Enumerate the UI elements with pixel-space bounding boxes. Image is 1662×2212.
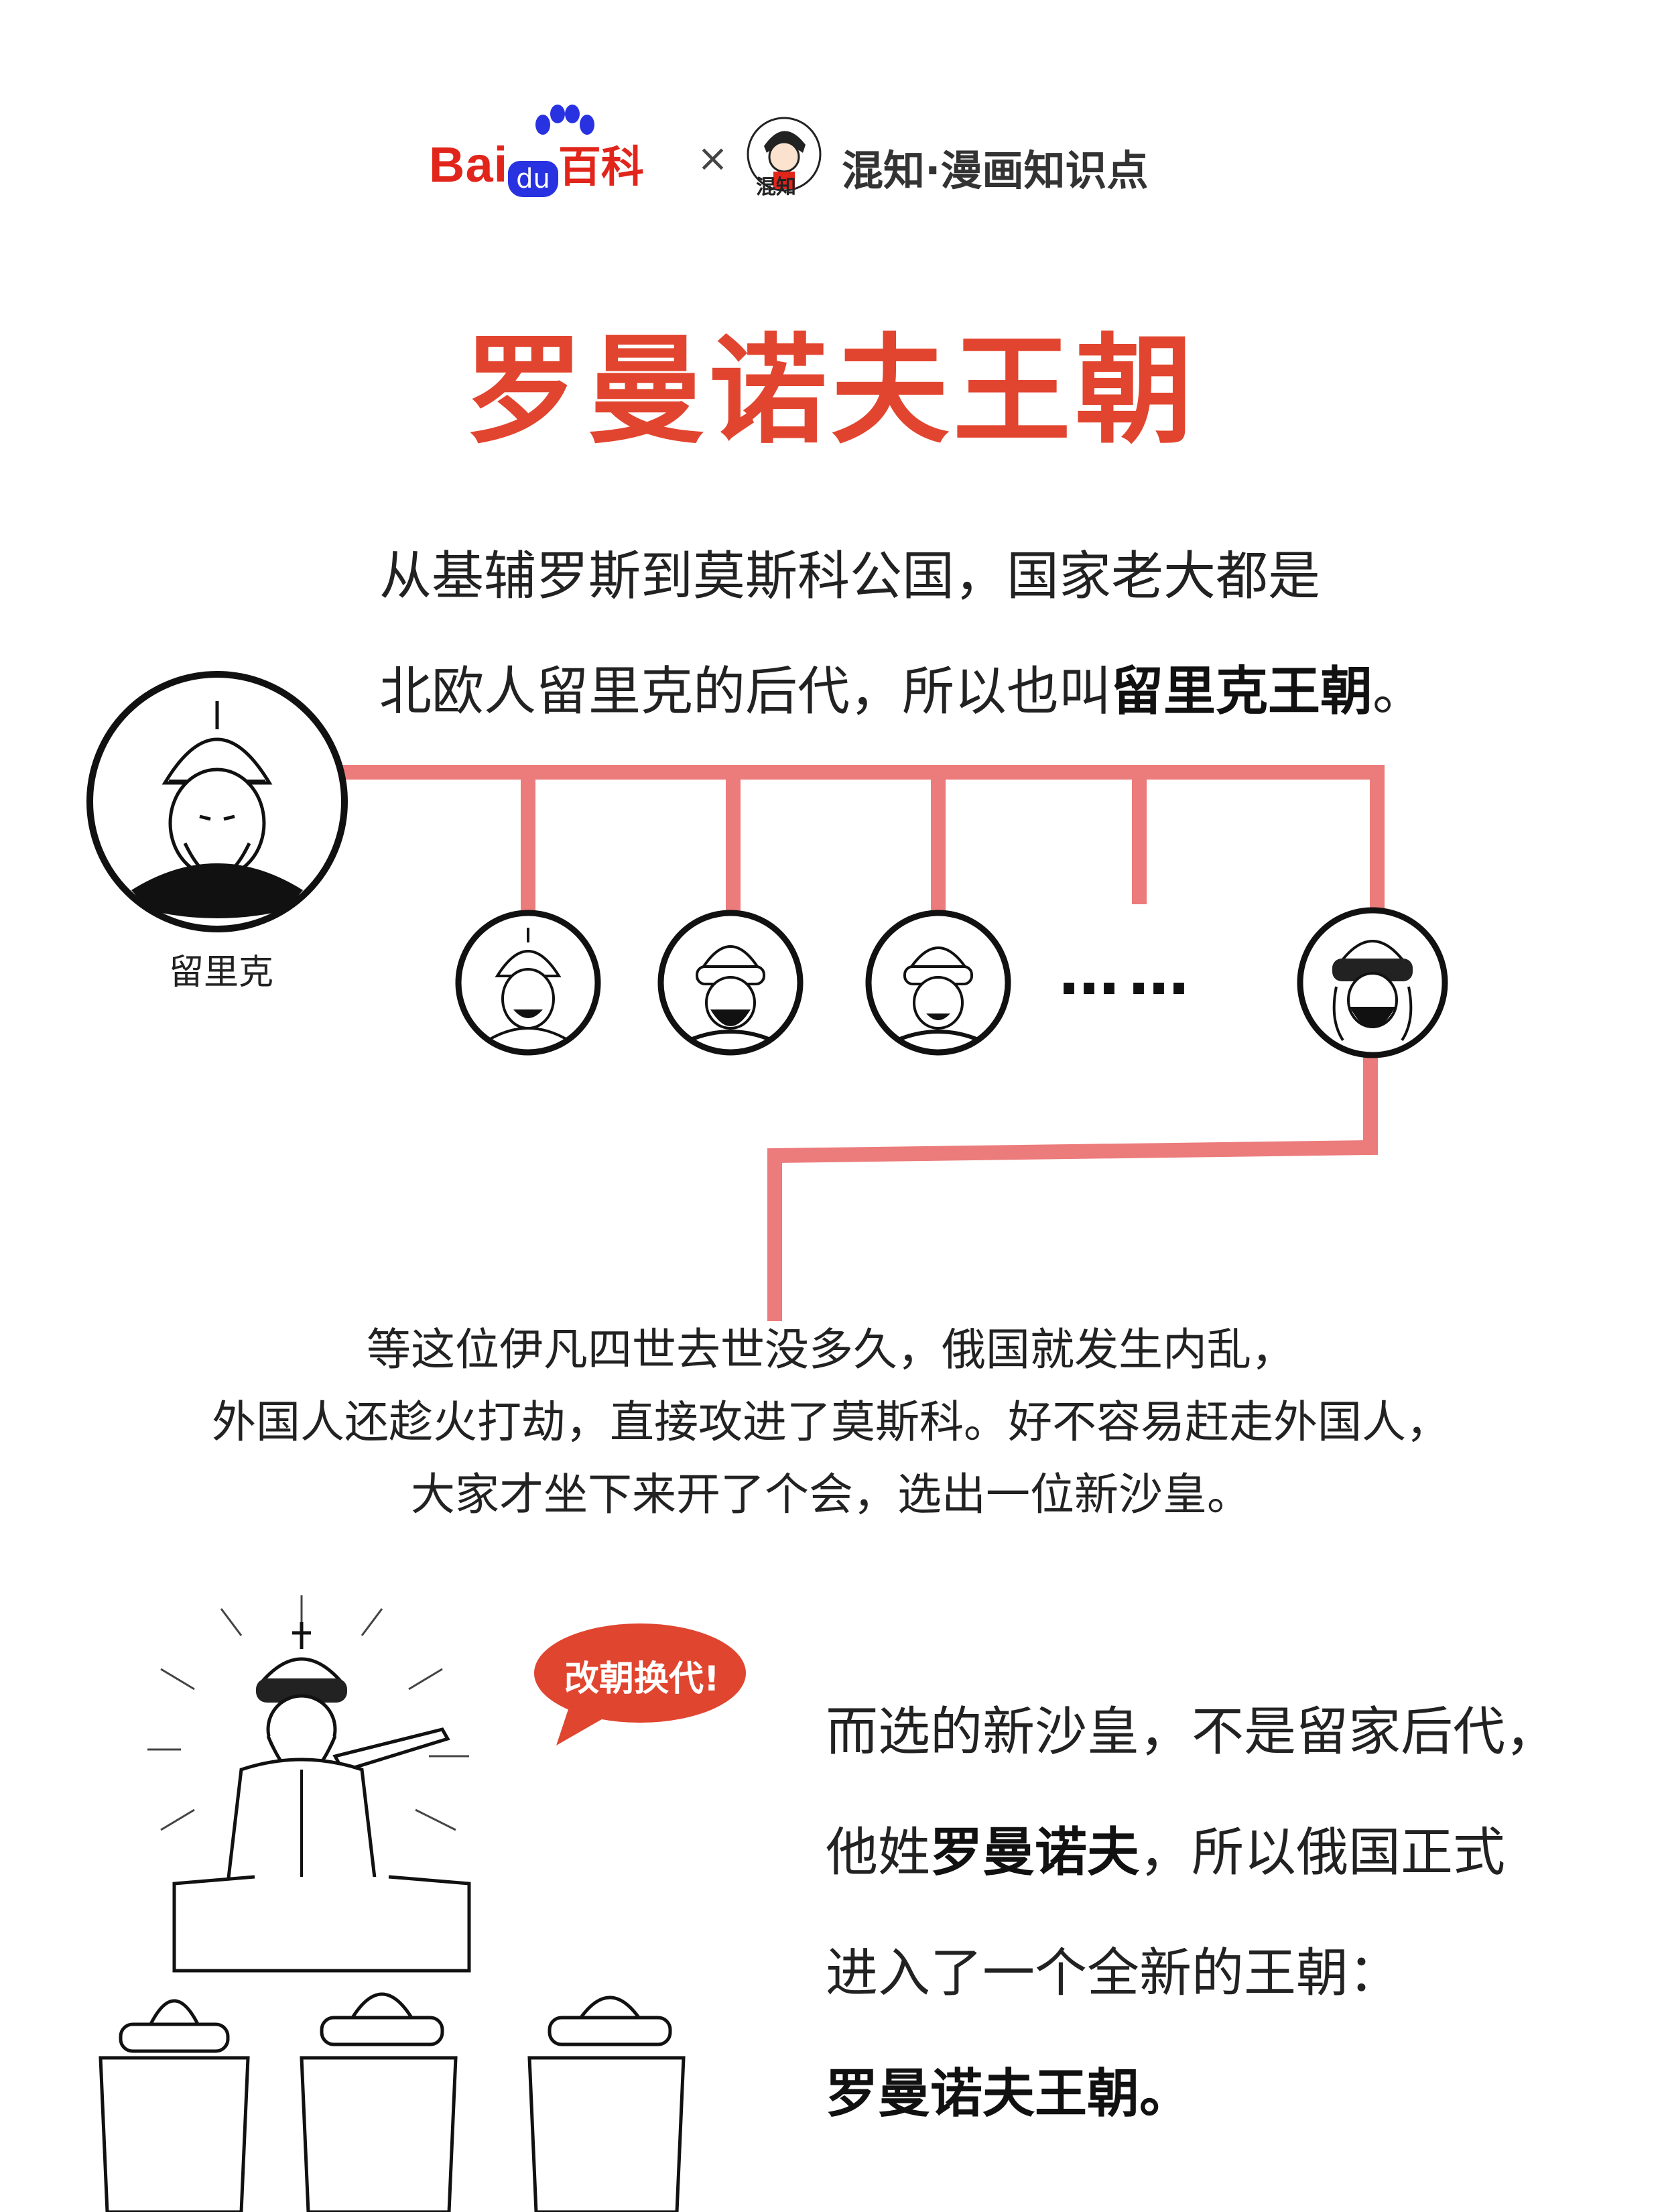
fur-hat-ruler-icon bbox=[865, 910, 1011, 1056]
descendant-portrait-2 bbox=[657, 909, 804, 1056]
outro-text: 而选的新沙皇，不是留家后代， 他姓罗曼诺夫，所以俄国正式 进入了一个全新的王朝：… bbox=[826, 1672, 1557, 2154]
partner-mascot-icon bbox=[747, 117, 822, 192]
speech-bubble-text: 改朝换代! bbox=[564, 1659, 720, 1699]
intro-line-1: 从基辅罗斯到莫斯科公国，国家老大都是 bbox=[379, 546, 1321, 607]
outro-line-3: 进入了一个全新的王朝： bbox=[826, 1943, 1401, 2004]
generations-ellipsis: …… bbox=[1059, 938, 1198, 1009]
baidu-wordmark: Bai bbox=[429, 137, 509, 192]
rurik-caption: 留里克 bbox=[169, 953, 274, 993]
outro-line-4: 罗曼诺夫王朝。 bbox=[826, 2034, 1557, 2154]
speech-bubble-shape bbox=[534, 1623, 746, 1745]
partner-badge-text: 混知 bbox=[756, 176, 796, 199]
tsar-assembly-illustration bbox=[99, 1595, 686, 2212]
story-line-2: 外国人还趁火打劫，直接攻进了莫斯科。好不容易赶走外国人， bbox=[212, 1396, 1450, 1448]
baike-wordmark: 百科 bbox=[558, 143, 644, 192]
fur-hat-ruler-icon bbox=[657, 910, 804, 1056]
descendant-portrait-ivan bbox=[1296, 906, 1449, 1059]
baidu-paw-icon bbox=[535, 105, 594, 135]
descendant-portrait-3 bbox=[865, 909, 1012, 1056]
partner-wordmark: 混知·漫画知识点 bbox=[842, 146, 1149, 195]
helmet-ruler-icon bbox=[455, 910, 601, 1056]
viking-ruler-icon bbox=[86, 671, 348, 932]
outro-dynasty-name: 罗曼诺夫王朝。 bbox=[826, 2064, 1192, 2124]
outro-line-2: 他姓罗曼诺夫，所以俄国正式 bbox=[826, 1823, 1506, 1883]
baidu-du-mark: du bbox=[508, 160, 558, 197]
story-line-1: 等这位伊凡四世去世没多久，俄国就发生内乱， bbox=[367, 1324, 1295, 1375]
ivan-the-fourth-icon bbox=[1297, 907, 1448, 1058]
collab-cross: × bbox=[697, 137, 728, 180]
rurik-portrait bbox=[84, 669, 350, 934]
outro-emphasis: 罗曼诺夫 bbox=[930, 1823, 1140, 1883]
descendant-portrait-1 bbox=[454, 909, 602, 1056]
intro-text: 从基辅罗斯到莫斯科公国，国家老大都是 北欧人留里克的后代，所以也叫留里克王朝。 bbox=[379, 519, 1425, 749]
intro-line-2: 北欧人留里克的后代，所以也叫留里克王朝。 bbox=[379, 662, 1425, 722]
partner-badge: 混知 bbox=[744, 113, 824, 200]
story-text: 等这位伊凡四世去世没多久，俄国就发生内乱， 外国人还趁火打劫，直接攻进了莫斯科。… bbox=[0, 1314, 1662, 1531]
intro-emphasis: 留里克王朝 bbox=[1111, 662, 1373, 722]
story-line-3: 大家才坐下来开了个会，选出一位新沙皇。 bbox=[411, 1469, 1251, 1520]
outro-line-1: 而选的新沙皇，不是留家后代， bbox=[826, 1702, 1558, 1762]
family-tree-lines bbox=[341, 765, 1385, 1321]
speech-bubble: 改朝换代! bbox=[529, 1621, 751, 1748]
page-title: 罗曼诺夫王朝 bbox=[464, 322, 1197, 460]
